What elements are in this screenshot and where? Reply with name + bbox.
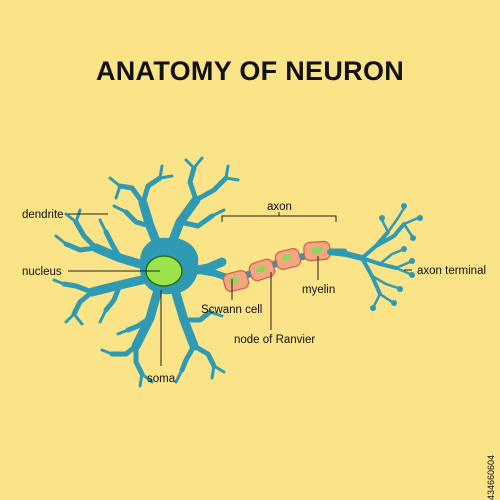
schwann-cell-label: Scwann cell (201, 304, 262, 316)
diagram-title: ANATOMY OF NEURON (95, 56, 405, 86)
axon-terminal-branches (327, 203, 423, 311)
dendrite-label: dendrite (22, 209, 64, 221)
myelin-label: myelin (302, 284, 335, 296)
soma-label: soma (147, 373, 176, 385)
axon-terminal-label: axon terminal (417, 265, 486, 277)
watermark-id: 434660604 (486, 454, 496, 500)
leader-lines (68, 212, 412, 366)
node-of-ranvier-label: node of Ranvier (234, 334, 315, 346)
axon-label: axon (267, 201, 292, 213)
myelin-sheath (222, 240, 331, 292)
axon-bracket (221, 212, 337, 222)
nucleus-label: nucleus (22, 266, 62, 278)
